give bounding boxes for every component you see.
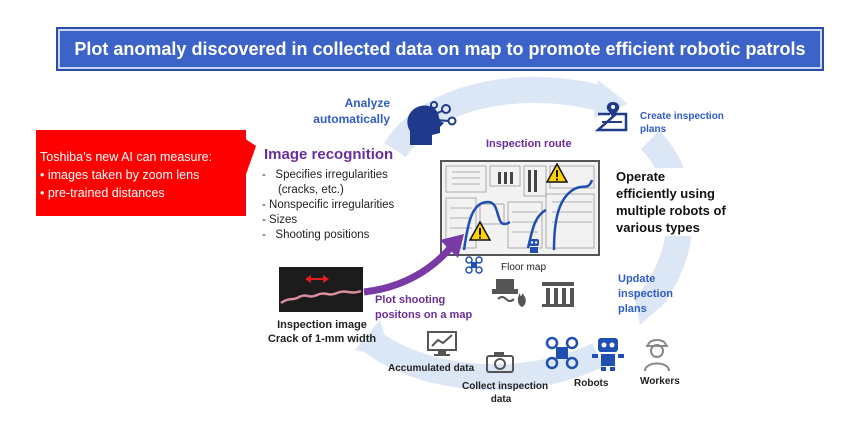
operate-line4: various types — [616, 220, 700, 235]
worker-icon — [644, 339, 670, 372]
camera-icon — [486, 352, 514, 373]
analyze-label: Analyze automatically — [313, 95, 390, 127]
warning-icon — [546, 163, 568, 183]
callout-pointer — [244, 138, 256, 180]
robots-label: Robots — [574, 378, 609, 389]
callout-bullet-distance: • pre-trained distances — [40, 186, 165, 200]
crack-photo — [279, 267, 363, 312]
plot-shooting-label: Plot shooting positons on a map — [375, 293, 472, 323]
analyze-line2: automatically — [313, 112, 390, 126]
list-item: (cracks, etc.) — [262, 184, 344, 196]
plot-arrow — [363, 234, 464, 296]
accumulated-label: Accumulated data — [388, 363, 475, 374]
callout-bullet-zoom: • images taken by zoom lens — [40, 168, 200, 182]
update-plans-label: Update inspection plans — [618, 272, 673, 317]
facility-icon — [542, 282, 574, 307]
chart-monitor-icon — [427, 331, 457, 356]
create-plans-label: Create inspection plans — [640, 110, 724, 136]
create-plans-line2: plans — [640, 124, 667, 135]
floor-map — [440, 160, 600, 256]
robot-small-icon — [529, 239, 539, 253]
collect-line1: Collect inspection — [462, 381, 549, 392]
list-item: - Specifies irregularities — [262, 169, 388, 181]
plot-shooting-line1: Plot shooting — [375, 294, 446, 306]
operate-line3: multiple robots of — [616, 203, 726, 218]
map-pin-icon — [594, 102, 628, 132]
update-line3: plans — [618, 303, 647, 315]
sensor-fire-icon — [492, 279, 526, 307]
callout-line1: Toshiba’s new AI can measure: — [40, 150, 213, 164]
crack-drawing — [280, 275, 362, 305]
operate-text: Operate efficiently using multiple robot… — [616, 168, 738, 236]
update-line1: Update — [618, 273, 656, 285]
floor-map-drawing — [445, 165, 595, 251]
plot-shooting-line2: positons on a map — [375, 309, 473, 321]
create-plans-line1: Create inspection — [640, 111, 724, 122]
ai-head-icon — [407, 101, 457, 145]
floor-map-label: Floor map — [501, 262, 547, 273]
analyze-line1: Analyze — [344, 96, 390, 110]
inspection-route-label: Inspection route — [484, 138, 574, 150]
drone-small-icon — [465, 256, 483, 274]
update-line2: inspection — [618, 288, 674, 300]
image-recognition-list: - Specifies irregularities (cracks, etc.… — [262, 168, 394, 243]
operate-line1: Operate — [616, 169, 666, 184]
inspection-image-line1: Inspection image — [277, 319, 367, 331]
collect-line2: data — [490, 394, 512, 405]
collect-label: Collect inspection data — [462, 380, 549, 406]
red-callout: Toshiba’s new AI can measure: • images t… — [36, 130, 246, 216]
image-recognition-title: Image recognition — [264, 146, 394, 163]
inspection-image-line2: Crack of 1-mm width — [267, 333, 377, 345]
operate-line2: efficiently using — [616, 186, 715, 201]
banner-title: Plot anomaly discovered in collected dat… — [56, 27, 824, 71]
warning-icon — [469, 221, 491, 241]
drone-icon — [545, 336, 579, 370]
workers-label: Workers — [640, 376, 680, 387]
robot-icon — [592, 338, 624, 371]
list-item: - Shooting positions — [262, 229, 370, 241]
inspection-image-caption: Inspection image Crack of 1-mm width — [262, 318, 382, 346]
list-item: - Nonspecific irregularities — [262, 199, 395, 211]
list-item: - Sizes — [262, 214, 298, 226]
